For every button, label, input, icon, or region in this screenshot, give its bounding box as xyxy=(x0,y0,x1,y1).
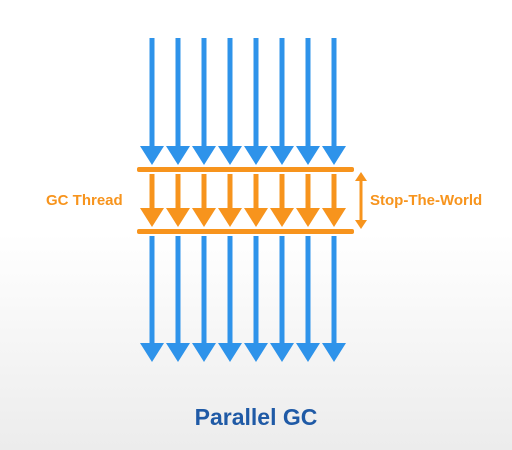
down-arrow-icon xyxy=(270,38,294,165)
pause-top-bar xyxy=(137,167,354,172)
application-threads-after xyxy=(140,236,346,362)
down-arrow-icon xyxy=(322,236,346,362)
down-arrow-icon xyxy=(296,174,320,227)
down-arrow-icon xyxy=(166,174,190,227)
down-arrow-icon xyxy=(244,174,268,227)
down-arrow-icon xyxy=(296,38,320,165)
down-arrow-icon xyxy=(140,236,164,362)
down-arrow-icon xyxy=(244,236,268,362)
down-arrow-icon xyxy=(322,38,346,165)
down-arrow-icon xyxy=(218,174,242,227)
down-arrow-icon xyxy=(192,236,216,362)
down-arrow-icon xyxy=(270,174,294,227)
down-arrow-icon xyxy=(244,38,268,165)
down-arrow-icon xyxy=(296,236,320,362)
gc-thread-label: GC Thread xyxy=(46,192,123,209)
down-arrow-icon xyxy=(218,236,242,362)
diagram-title: Parallel GC xyxy=(194,404,318,430)
down-arrow-icon xyxy=(322,174,346,227)
gc-threads xyxy=(140,174,346,227)
down-arrow-icon xyxy=(218,38,242,165)
pause-bottom-bar xyxy=(137,229,354,234)
stop-the-world-label: Stop-The-World xyxy=(370,192,483,209)
double-headed-arrow-icon xyxy=(355,172,367,229)
down-arrow-icon xyxy=(192,38,216,165)
down-arrow-icon xyxy=(270,236,294,362)
down-arrow-icon xyxy=(140,174,164,227)
down-arrow-icon xyxy=(192,174,216,227)
application-threads-before xyxy=(140,38,346,165)
down-arrow-icon xyxy=(166,236,190,362)
down-arrow-icon xyxy=(140,38,164,165)
down-arrow-icon xyxy=(166,38,190,165)
